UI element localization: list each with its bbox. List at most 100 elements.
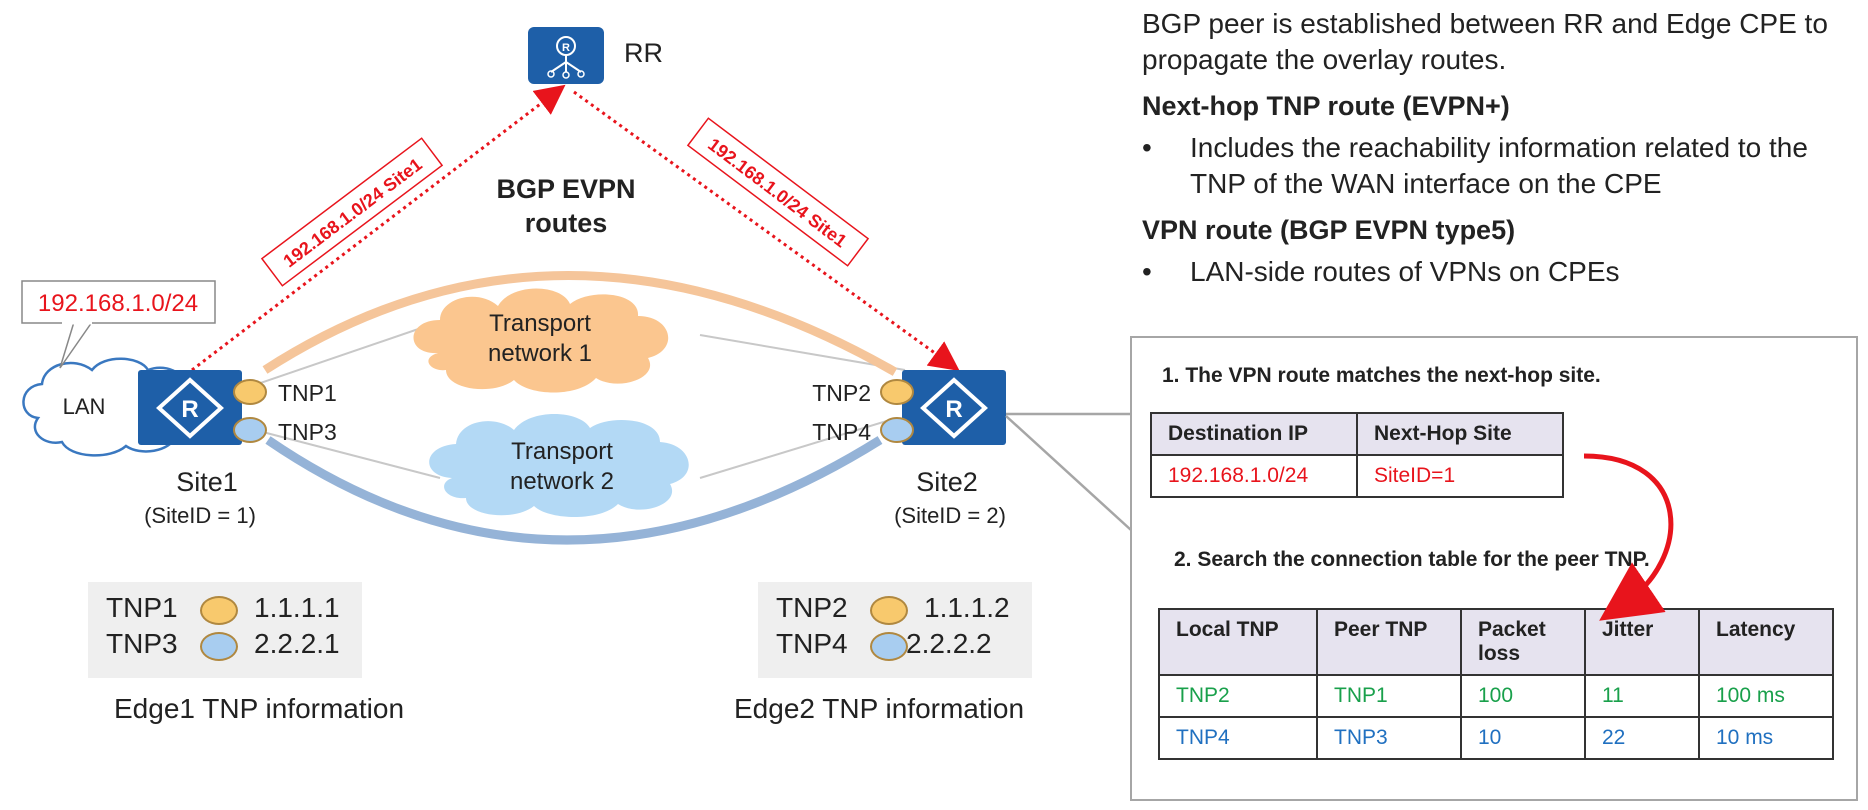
connection-table-header: Local TNP Peer TNP Packet loss Jitter La… (1158, 608, 1834, 676)
edge2-row2-ip: 2.2.2.2 (906, 628, 992, 659)
section2-bullet: • LAN-side routes of VPNs on CPEs (1142, 254, 1862, 290)
edge1-row-1: TNP1 1.1.1.1 (88, 590, 362, 626)
site1-router: R (138, 370, 242, 445)
site1-tnp3-port (233, 417, 267, 443)
link-site1-transport1 (239, 324, 431, 391)
bgp-evpn-label-line1: BGP EVPN (496, 174, 635, 204)
site2-tnp2-label: TNP2 (812, 380, 871, 406)
header-destination-ip: Destination IP (1150, 412, 1358, 456)
rr-router: R (528, 27, 604, 84)
cell-packet-loss: 100 (1460, 674, 1586, 718)
edge2-caption: Edge2 TNP information (734, 693, 1025, 724)
rr-label: RR (624, 38, 663, 68)
route-table-row: 192.168.1.0/24 SiteID=1 (1150, 454, 1564, 498)
connection-table: Local TNP Peer TNP Packet loss Jitter La… (1158, 608, 1834, 760)
svg-text:R: R (562, 42, 570, 54)
header-local-tnp: Local TNP (1158, 608, 1318, 676)
route-table: Destination IP Next-Hop Site 192.168.1.0… (1150, 412, 1564, 498)
cell-latency: 100 ms (1698, 674, 1834, 718)
description-intro: BGP peer is established between RR and E… (1142, 8, 1828, 75)
edge1-row-2: TNP3 2.2.2.1 (88, 626, 362, 662)
edge2-tnp-box: TNP2 1.1.1.2 TNP4 2.2.2.2 (758, 582, 1032, 678)
site1-tnp3-label: TNP3 (278, 419, 337, 445)
transport1-label-line1: Transport (489, 310, 591, 337)
lookup-flow-arrow (1583, 453, 1674, 621)
orange-overlay-path (262, 271, 898, 376)
edge1-caption: Edge1 TNP information (114, 693, 405, 724)
edge1-row2-tnp: TNP3 (106, 628, 178, 659)
transport-network-2-cloud: Transport network 2 (429, 414, 689, 517)
link-transport2-site2 (699, 419, 891, 479)
cell-packet-loss: 10 (1460, 716, 1586, 760)
site1-tnp1-port (233, 379, 267, 405)
link-transport1-site2 (699, 334, 906, 371)
step2-title: 2. Search the connection table for the p… (1174, 548, 1650, 571)
site1-name: Site1 (176, 467, 238, 497)
route-next-hop: SiteID=1 (1356, 454, 1564, 498)
cell-local-tnp: TNP2 (1158, 674, 1318, 718)
bgp-evpn-label-line2: routes (525, 208, 608, 238)
edge2-row1-tnp: TNP2 (776, 592, 848, 623)
edge1-row1-tnp: TNP1 (106, 592, 178, 623)
edge2-row2-tnp: TNP4 (776, 628, 848, 659)
description-panel: BGP peer is established between RR and E… (1142, 6, 1862, 290)
edge1-row2-ip: 2.2.2.1 (254, 628, 340, 659)
bullet-icon: • (1142, 256, 1152, 287)
transport2-label-line2: network 2 (510, 468, 614, 495)
edge2-row-1: TNP2 1.1.1.2 (758, 590, 1032, 626)
link-site1-transport2 (254, 429, 441, 479)
lan-label: LAN (63, 394, 106, 419)
route-lookup-panel: 1. The VPN route matches the next-hop si… (1130, 336, 1858, 801)
tnp-orange-icon (870, 596, 908, 625)
site2-id: (SiteID = 2) (894, 503, 1006, 528)
header-next-hop-site: Next-Hop Site (1356, 412, 1564, 456)
section1-bullet-text: Includes the reachability information re… (1190, 132, 1808, 199)
transport2-label-line1: Transport (511, 438, 613, 465)
step1-title: 1. The VPN route matches the next-hop si… (1162, 364, 1601, 387)
transport1-label-line2: network 1 (488, 340, 592, 367)
site2-tnp4-port (880, 417, 914, 443)
bullet-icon: • (1142, 132, 1152, 163)
section2-heading: VPN route (BGP EVPN type5) (1142, 215, 1516, 245)
route-tag-left: 192.168.1.0/24 Site1 (260, 137, 444, 287)
edge1-tnp-box: TNP1 1.1.1.1 TNP3 2.2.2.1 (88, 582, 362, 678)
tnp-orange-icon (200, 596, 238, 625)
site2-tnp2-port (880, 379, 914, 405)
cell-peer-tnp: TNP1 (1316, 674, 1462, 718)
header-packet-loss: Packet loss (1460, 608, 1586, 676)
connection-row-tnp4: TNP4 TNP3 10 22 10 ms (1158, 716, 1834, 760)
blue-overlay-path (265, 436, 883, 545)
site2-router: R (902, 370, 1006, 445)
lan-prefix-text: 192.168.1.0/24 (38, 290, 198, 317)
cell-jitter: 22 (1584, 716, 1700, 760)
section1-bullet: • Includes the reachability information … (1142, 130, 1862, 202)
edge2-row-2: TNP4 2.2.2.2 (758, 626, 1032, 662)
route-tag-right: 192.168.1.0/24 Site1 (686, 117, 870, 267)
tnp-blue-icon (870, 632, 908, 661)
cell-jitter: 11 (1584, 674, 1700, 718)
tnp-blue-icon (200, 632, 238, 661)
site2-name: Site2 (916, 467, 978, 497)
edge2-row1-ip: 1.1.1.2 (924, 592, 1010, 623)
route-dest-ip: 192.168.1.0/24 (1150, 454, 1358, 498)
site1-tnp1-label: TNP1 (278, 380, 337, 406)
route-reflect-arrow (573, 90, 960, 372)
section1-heading: Next-hop TNP route (EVPN+) (1142, 91, 1510, 121)
svg-text:R: R (181, 396, 198, 423)
edge1-row1-ip: 1.1.1.1 (254, 592, 340, 623)
transport-network-1-cloud: Transport network 1 (413, 288, 669, 393)
route-tag-left-text: 192.168.1.0/24 Site1 (279, 154, 425, 271)
header-jitter: Jitter (1584, 608, 1700, 676)
cell-local-tnp: TNP4 (1158, 716, 1318, 760)
site2-tnp4-label: TNP4 (812, 419, 871, 445)
header-latency: Latency (1698, 608, 1834, 676)
route-table-header: Destination IP Next-Hop Site (1150, 412, 1564, 456)
header-peer-tnp: Peer TNP (1316, 608, 1462, 676)
cell-peer-tnp: TNP3 (1316, 716, 1462, 760)
cell-latency: 10 ms (1698, 716, 1834, 760)
site1-id: (SiteID = 1) (144, 503, 256, 528)
lan-prefix-callout: 192.168.1.0/24 (21, 280, 216, 369)
section2-bullet-text: LAN-side routes of VPNs on CPEs (1190, 256, 1620, 287)
